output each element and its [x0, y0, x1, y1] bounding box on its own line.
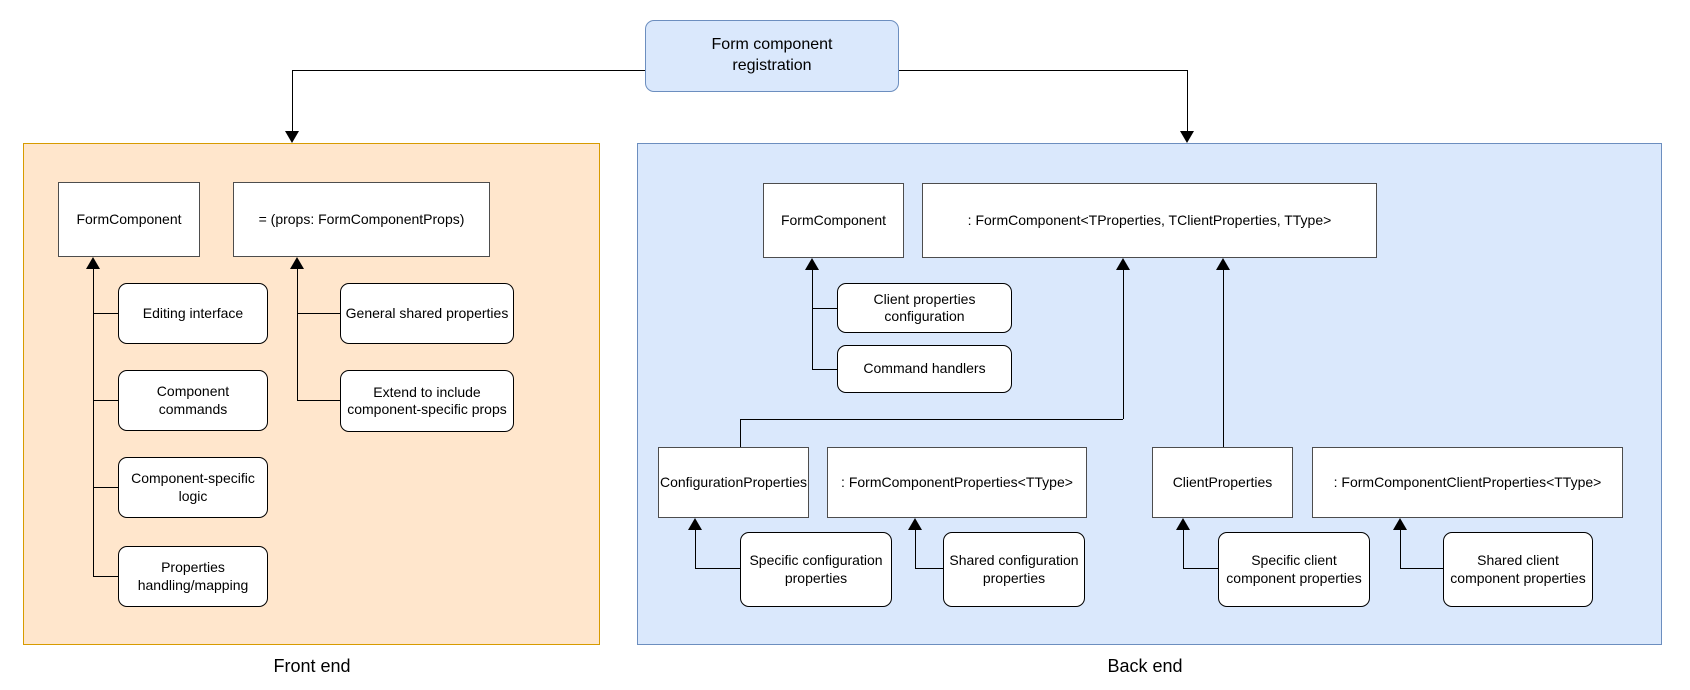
connector-shared-client-horizontal: [1400, 568, 1443, 569]
node-configuration-type-signature: : FormComponentProperties<TType>: [827, 447, 1087, 518]
node-specific-configuration-properties: Specific configuration properties: [740, 532, 892, 607]
backend-panel-label: Back end: [1107, 656, 1183, 676]
node-editing-interface: Editing interface: [118, 283, 268, 344]
connector-specific-config-horizontal: [695, 568, 740, 569]
connector-title-to-frontend-horizontal: [292, 70, 645, 71]
connector-specific-config-vertical: [695, 530, 696, 568]
arrowhead-into-frontend: [285, 131, 299, 143]
connector-branch-client-properties-configuration: [812, 308, 837, 309]
node-shared-configuration-properties: Shared configuration properties: [943, 532, 1085, 607]
node-specific-client-component-properties: Specific client component properties: [1218, 532, 1370, 607]
connector-configuration-to-signature-vertical: [1123, 270, 1124, 419]
node-client-type-signature: : FormComponentClientProperties<TType>: [1312, 447, 1623, 518]
connector-configuration-to-signature-stub: [740, 419, 741, 447]
connector-shared-config-vertical: [915, 530, 916, 568]
node-command-handlers: Command handlers: [837, 345, 1012, 393]
node-client-properties-configuration: Client properties configuration: [837, 283, 1012, 333]
node-backend-type-signature: : FormComponent<TProperties, TClientProp…: [922, 183, 1377, 258]
arrowhead-into-tclientproperties: [1216, 258, 1230, 270]
node-component-commands: Component commands: [118, 370, 268, 431]
node-general-shared-properties: General shared properties: [340, 283, 514, 344]
connector-specific-client-horizontal: [1183, 568, 1218, 569]
node-extend-component-specific-props: Extend to include component-specific pro…: [340, 370, 514, 432]
arrowhead-into-client-type: [1393, 518, 1407, 530]
node-form-component-registration: Form component registration: [645, 20, 899, 92]
node-backend-form-component: FormComponent: [763, 183, 904, 258]
connector-branch-editing-interface: [93, 313, 118, 314]
connector-props-signature-trunk: [297, 269, 298, 400]
connector-title-to-frontend-vertical: [292, 70, 293, 131]
connector-title-to-backend-vertical: [1187, 70, 1188, 131]
arrowhead-into-configuration-type: [908, 518, 922, 530]
connector-frontend-form-component-trunk: [93, 269, 94, 576]
connector-shared-client-vertical: [1400, 530, 1401, 568]
connector-branch-extend-to-include: [297, 400, 340, 401]
connector-branch-properties-handling: [93, 576, 118, 577]
node-frontend-form-component: FormComponent: [58, 182, 200, 257]
node-properties-handling-mapping: Properties handling/mapping: [118, 546, 268, 607]
arrowhead-into-backend-form-component: [805, 258, 819, 270]
arrowhead-into-tproperties: [1116, 258, 1130, 270]
connector-branch-component-specific-logic: [93, 487, 118, 488]
connector-shared-config-horizontal: [915, 568, 943, 569]
arrowhead-into-backend: [1180, 131, 1194, 143]
arrowhead-into-configuration-properties: [688, 518, 702, 530]
connector-backend-form-component-trunk: [812, 270, 813, 369]
arrowhead-into-frontend-form-component: [86, 257, 100, 269]
connector-branch-command-handlers: [812, 369, 837, 370]
connector-title-to-backend-horizontal: [899, 70, 1187, 71]
connector-specific-client-vertical: [1183, 530, 1184, 568]
node-component-specific-logic: Component-specific logic: [118, 457, 268, 518]
connector-branch-general-shared-properties: [297, 313, 340, 314]
node-client-properties: ClientProperties: [1152, 447, 1293, 518]
connector-branch-component-commands: [93, 400, 118, 401]
arrowhead-into-client-properties: [1176, 518, 1190, 530]
frontend-panel-label: Front end: [273, 656, 351, 676]
arrowhead-into-props-signature: [290, 257, 304, 269]
node-configuration-properties: ConfigurationProperties: [658, 447, 809, 518]
connector-configuration-to-signature-horizontal: [740, 419, 1123, 420]
connector-client-to-signature-vertical: [1223, 270, 1224, 447]
node-shared-client-component-properties: Shared client component properties: [1443, 532, 1593, 607]
node-frontend-props-signature: = (props: FormComponentProps): [233, 182, 490, 257]
